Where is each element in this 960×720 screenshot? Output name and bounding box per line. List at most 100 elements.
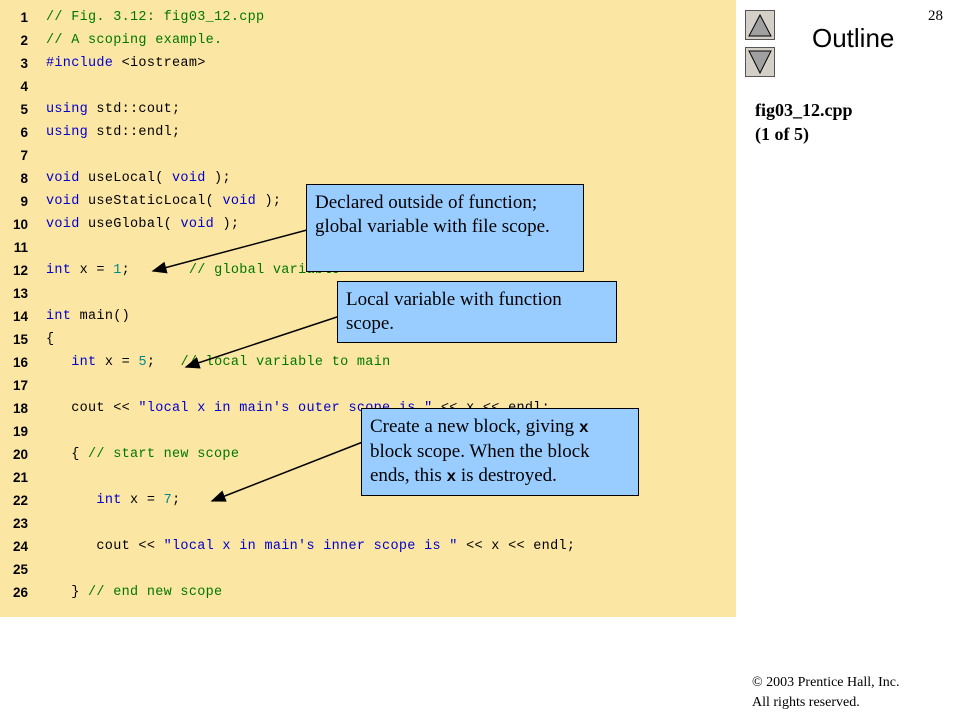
code-token: void [46, 194, 80, 209]
code-token: { [46, 447, 89, 462]
code-token: void [46, 217, 80, 232]
arrow-block [210, 437, 374, 502]
code-text: #include <iostream> [46, 52, 206, 75]
code-token: // start new scope [88, 447, 240, 462]
code-text: } // end new scope [46, 581, 222, 604]
callout-block-text-2: block scope. When the block ends, this [370, 441, 590, 486]
line-number: 21 [12, 470, 28, 485]
callout-block-text-1: Create a new block, giving [370, 416, 579, 437]
code-token: int [46, 263, 72, 278]
line-number: 23 [12, 516, 28, 531]
code-token: // end new scope [88, 585, 223, 600]
code-text: // Fig. 3.12: fig03_12.cpp [46, 6, 264, 29]
line-number: 17 [12, 378, 28, 393]
slide-file-info: fig03_12.cpp (1 of 5) [755, 98, 853, 146]
line-number: 18 [12, 401, 28, 416]
triangle-down-icon [748, 50, 772, 75]
code-text: cout << "local x in main's inner scope i… [46, 535, 575, 558]
line-number: 11 [13, 240, 28, 255]
line-number: 4 [20, 79, 28, 94]
code-token: "local x in main's inner scope is " [163, 539, 458, 554]
line-number: 5 [20, 102, 28, 117]
callout-block-code-2: x [446, 468, 457, 486]
code-token: // Fig. 3.12: fig03_12.cpp [46, 10, 265, 25]
code-text: void useStaticLocal( void ); [46, 190, 281, 213]
code-text: int x = 7; [46, 489, 180, 512]
code-line: 4 [0, 75, 736, 98]
line-number: 3 [20, 56, 28, 71]
code-line: 9 void useStaticLocal( void ); [0, 190, 736, 213]
next-slide-button[interactable] [745, 47, 775, 77]
code-text: using std::cout; [46, 98, 180, 121]
code-line: 8 void useLocal( void ); [0, 167, 736, 190]
page-number: 28 [928, 8, 943, 24]
code-token: x = [71, 263, 114, 278]
line-number: 22 [12, 493, 28, 508]
code-token: cout << [46, 401, 139, 416]
line-number: 26 [12, 585, 28, 600]
code-token: std::cout; [88, 102, 181, 117]
code-line: 11 [0, 236, 736, 259]
copyright-text: © 2003 Prentice Hall, Inc. [752, 675, 900, 690]
line-number: 9 [20, 194, 28, 209]
code-line: 25 [0, 558, 736, 581]
code-token: void [180, 217, 215, 232]
code-token: // A scoping example. [46, 33, 223, 48]
code-line: 21 [0, 466, 736, 489]
code-text: void useLocal( void ); [46, 167, 231, 190]
code-token: ; [121, 263, 189, 278]
arrow-global [151, 225, 323, 274]
code-token: <iostream> [113, 56, 206, 71]
code-token: useLocal( [79, 171, 173, 186]
code-token: void [46, 171, 80, 186]
callout-local-text: Local variable with function scope. [346, 289, 562, 334]
copyright-footer: © 2003 Prentice Hall, Inc. All rights re… [752, 673, 900, 713]
code-token: using [46, 102, 89, 117]
callout-block-text-3: is destroyed. [456, 465, 557, 486]
code-token: int [46, 309, 72, 324]
line-number: 25 [12, 562, 28, 577]
callout-function-scope: Local variable with function scope. [337, 281, 617, 343]
code-token: 1 [113, 263, 122, 278]
outline-title[interactable]: Outline [812, 23, 895, 53]
code-token: { [46, 332, 55, 347]
code-text: { // start new scope [46, 443, 239, 466]
line-number: 19 [12, 424, 28, 439]
callout-global-scope: Declared outside of function; global var… [306, 184, 584, 272]
code-line: 22 int x = 7; [0, 489, 736, 512]
previous-slide-button[interactable] [745, 10, 775, 40]
code-text: void useGlobal( void ); [46, 213, 239, 236]
callout-block-scope: Create a new block, giving x block scope… [361, 408, 639, 496]
code-token: cout << [46, 539, 164, 554]
code-token: using [46, 125, 89, 140]
code-token: ; [172, 493, 181, 508]
code-token: 5 [138, 355, 147, 370]
code-text: using std::endl; [46, 121, 180, 144]
code-line: 7 [0, 144, 736, 167]
code-text: // A scoping example. [46, 29, 222, 52]
code-line: 5 using std::cout; [0, 98, 736, 121]
rights-text: All rights reserved. [752, 695, 860, 710]
code-token: ); [214, 217, 240, 232]
code-line: 17 [0, 374, 736, 397]
page-info: (1 of 5) [755, 124, 809, 144]
code-line: 23 [0, 512, 736, 535]
code-token: int [96, 493, 122, 508]
arrow-local [184, 313, 347, 369]
line-number: 12 [12, 263, 28, 278]
code-token: << x << endl; [457, 539, 576, 554]
code-token: useGlobal( [79, 217, 181, 232]
line-number: 24 [12, 539, 28, 554]
code-line: 13 [0, 282, 736, 305]
code-token: ); [256, 194, 282, 209]
line-number: 13 [12, 286, 28, 301]
callout-block-code-1: x [578, 419, 589, 437]
code-token: main() [71, 309, 131, 324]
callout-global-text: Declared outside of function; global var… [315, 192, 550, 237]
line-number: 8 [20, 171, 28, 186]
code-token: 7 [163, 493, 173, 508]
code-text: { [46, 328, 54, 351]
